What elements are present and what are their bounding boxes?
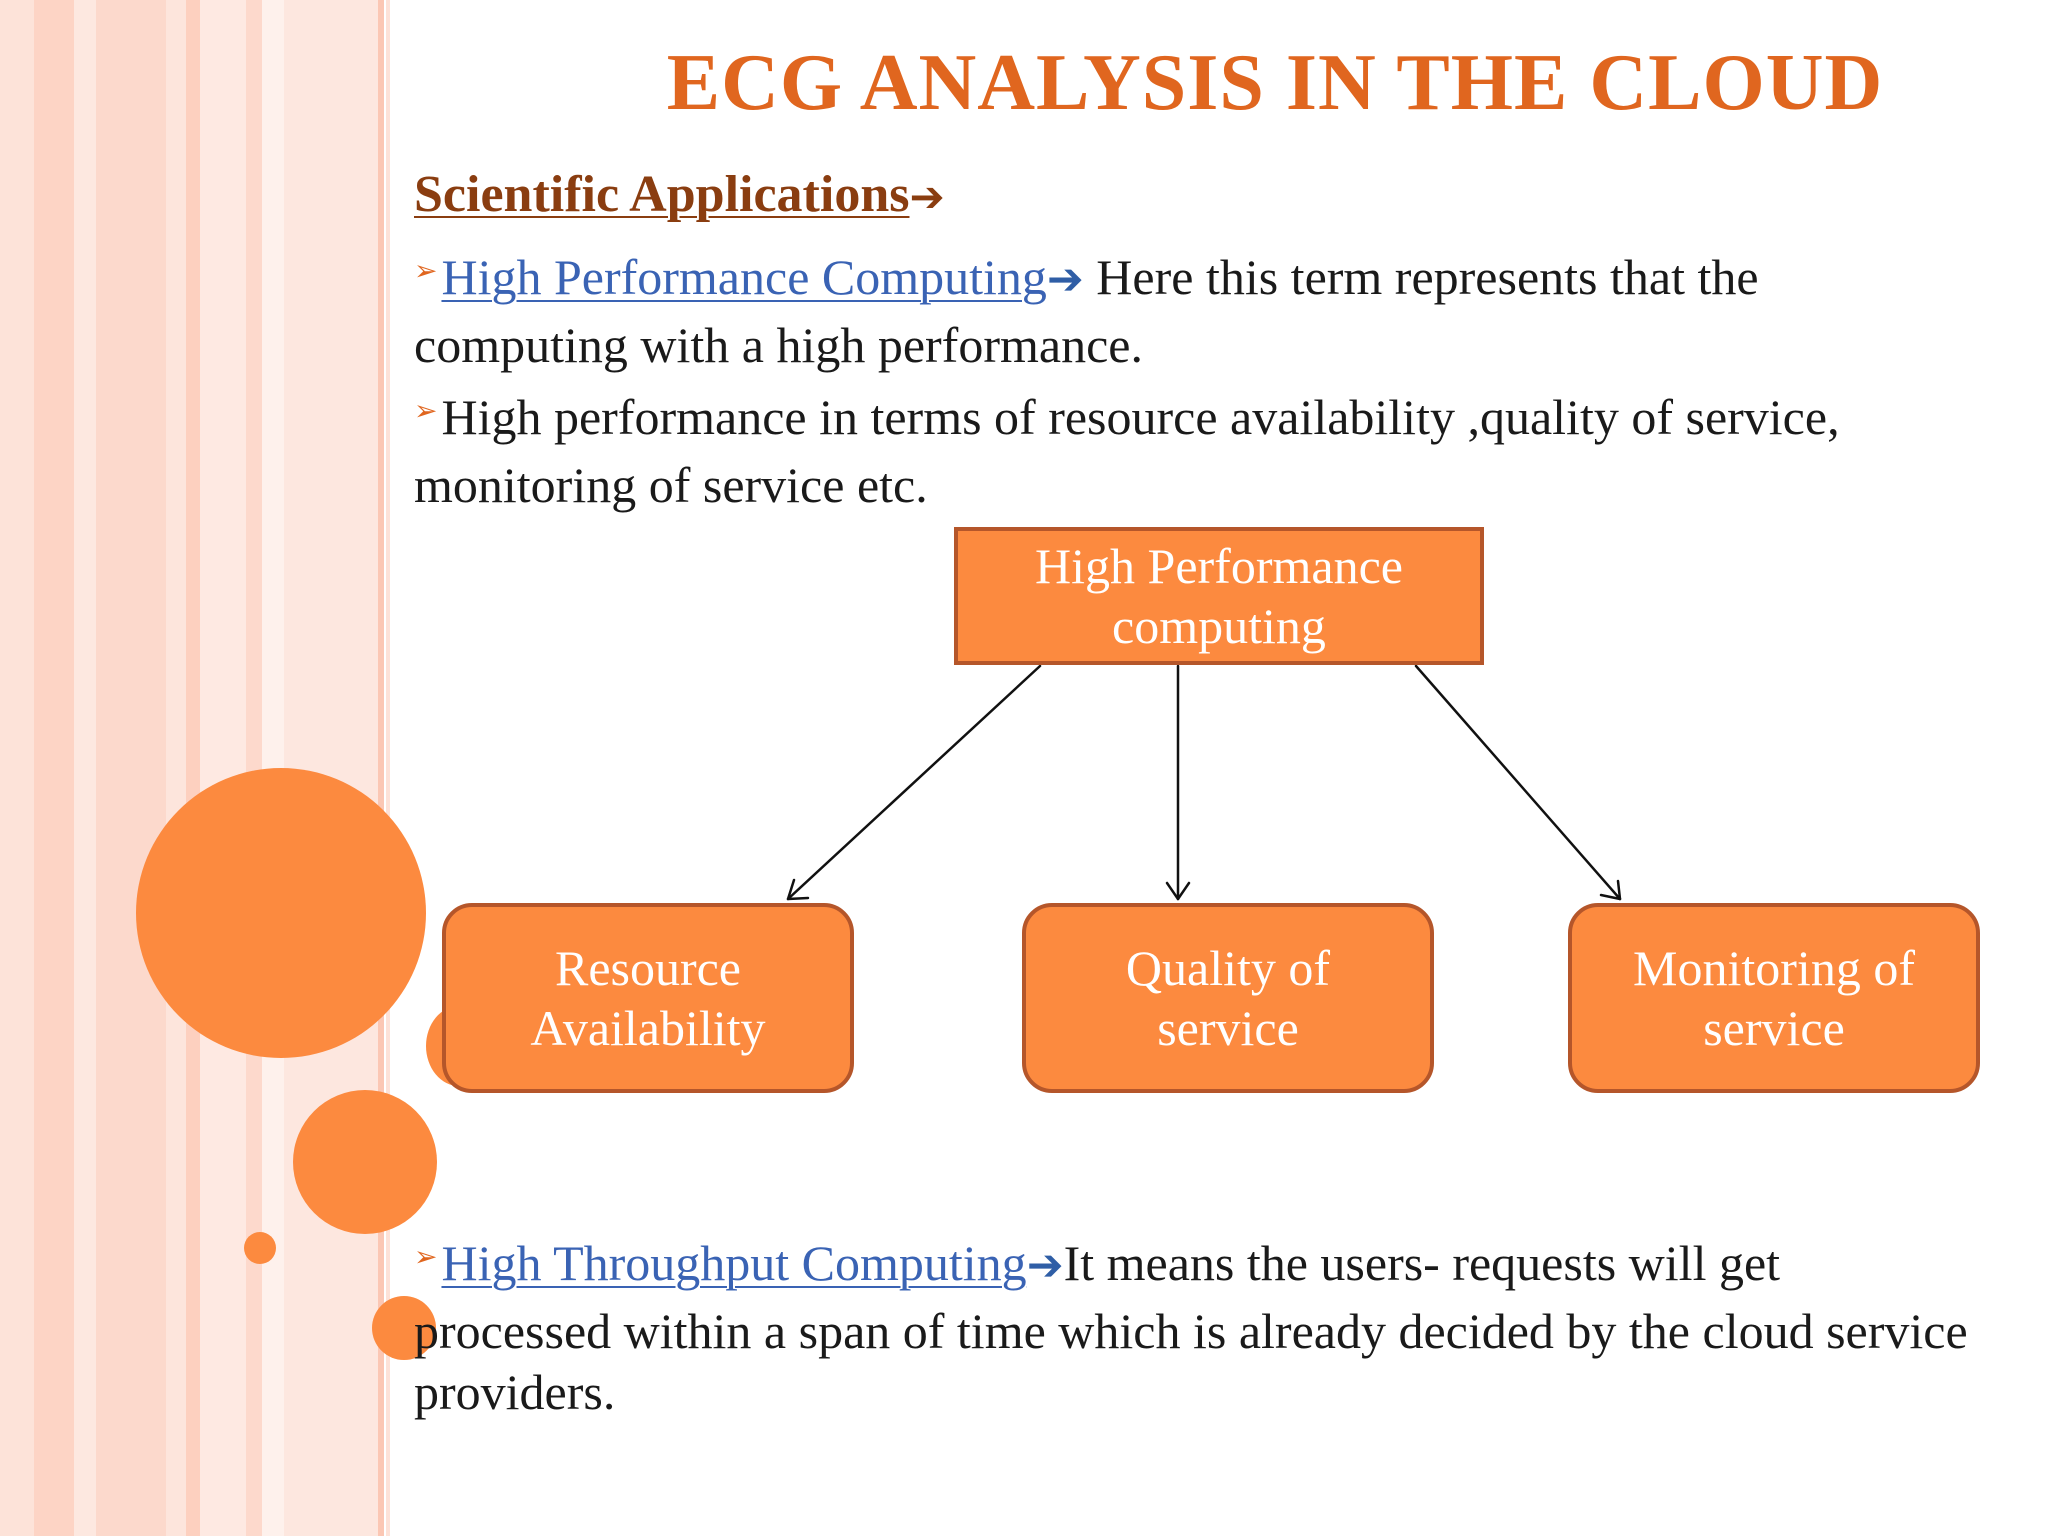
bullet-text: Here this term represents that the compu… [414, 249, 1759, 373]
decor-stripe [246, 0, 262, 1536]
bullet-text: It means the users- requests will get pr… [414, 1235, 1968, 1420]
decor-circle [372, 1296, 436, 1360]
arrowhead-icon [786, 878, 810, 901]
arrow-right-icon: ➔ [1026, 1240, 1064, 1291]
decor-stripe [96, 0, 166, 1536]
node-resource-availability: Resource Availability [442, 903, 854, 1093]
bullet-text: High performance in terms of resource av… [414, 389, 1840, 513]
bullet-arrow-icon: ➢ [414, 254, 438, 287]
bullet-arrow-icon: ➢ [414, 394, 438, 427]
node-label: High Performance computing [1035, 538, 1403, 654]
edge-root-to-resource [786, 664, 1042, 901]
decor-stripe [200, 0, 246, 1536]
arrowhead-icon [1599, 879, 1622, 901]
slide-title: ECG ANALYSIS IN THE CLOUD [666, 39, 1884, 127]
htc-link[interactable]: High Throughput Computing [441, 1235, 1027, 1291]
decor-stripe [166, 0, 186, 1536]
edge-root-to-monitoring [1414, 664, 1622, 901]
arrow-right-icon: ➔ [909, 172, 945, 221]
decor-stripe [186, 0, 200, 1536]
decor-stripe [0, 0, 34, 1536]
decor-stripe [74, 0, 96, 1536]
hpc-link[interactable]: High Performance Computing [441, 249, 1047, 305]
section-heading: Scientific Applications➔ [414, 165, 945, 224]
node-label: Monitoring of service [1633, 940, 1915, 1056]
node-quality-of-service: Quality of service [1022, 903, 1434, 1093]
node-high-performance-computing: High Performance computing [954, 527, 1484, 665]
decor-stripe [34, 0, 74, 1536]
arrowhead-icon [1165, 881, 1191, 901]
arrow-right-icon: ➔ [1046, 254, 1084, 305]
decor-circle [136, 768, 426, 1058]
decor-stripe [284, 0, 384, 1536]
node-label: Resource Availability [530, 940, 766, 1056]
decor-circle [293, 1090, 437, 1234]
decor-stripe [386, 0, 390, 1536]
bullet-htc: ➢High Throughput Computing➔It means the … [414, 1233, 1984, 1423]
decor-circle [244, 1232, 276, 1264]
bullet-arrow-icon: ➢ [414, 1240, 438, 1273]
bullet-performance-terms: ➢High performance in terms of resource a… [414, 387, 1984, 516]
node-label: Quality of service [1125, 940, 1331, 1056]
section-heading-label: Scientific Applications [414, 166, 910, 223]
decor-stripe [378, 0, 384, 1536]
bullet-hpc: ➢High Performance Computing➔ Here this t… [414, 247, 1984, 376]
node-monitoring-of-service: Monitoring of service [1568, 903, 1980, 1093]
